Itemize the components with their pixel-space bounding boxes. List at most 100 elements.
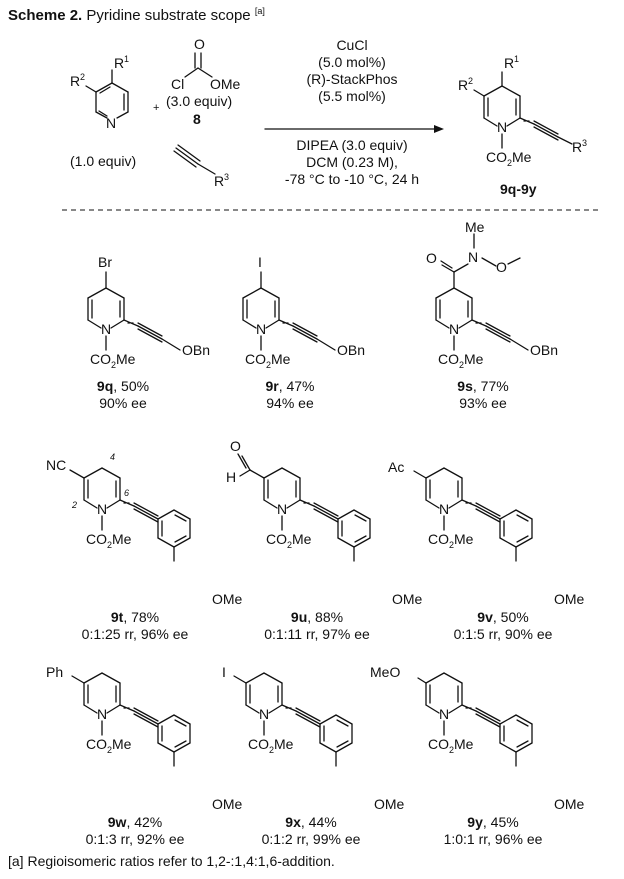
caption-9w: 9w, 42%0:1:3 rr, 92% ee (85, 814, 185, 847)
pyridine-n: N (106, 115, 116, 131)
chloroformate-cl: Cl (171, 76, 184, 92)
pyridine-reactant: N R 1 R 2 (1.0 equiv) (70, 54, 136, 169)
svg-text:I: I (222, 664, 226, 680)
svg-text:MeO: MeO (370, 664, 400, 680)
scheme-title: Scheme 2. Pyridine substrate scope [a] (8, 6, 265, 24)
caption-9v: 9v, 50%0:1:5 rr, 90% ee (453, 609, 553, 642)
svg-text:CO2Me: CO2Me (86, 531, 132, 550)
alkyne-reagent: R 3 (173, 144, 229, 189)
svg-text:R: R (458, 77, 468, 93)
svg-text:N: N (256, 321, 266, 337)
svg-text:CO2Me: CO2Me (248, 736, 294, 755)
pyridine-r1: R (114, 55, 124, 71)
svg-text:2: 2 (468, 76, 473, 86)
svg-text:N: N (439, 501, 449, 517)
svg-text:O: O (496, 259, 507, 275)
chloroformate-reagent: O Cl OMe (3.0 equiv) 8 (166, 36, 241, 127)
svg-text:Me: Me (465, 219, 485, 235)
chloroformate-ome: OMe (210, 76, 241, 92)
structure-9s: O N Me O N CO2Me OBn (426, 219, 558, 370)
svg-text:N: N (449, 321, 459, 337)
alkyne-r3-sup: 3 (224, 172, 229, 182)
condition-line-1: CuCl (336, 37, 367, 53)
svg-text:6: 6 (124, 488, 129, 498)
svg-text:N: N (439, 706, 449, 722)
reaction-arrow (264, 125, 444, 133)
caption-9s: 9s, 77%93% ee (457, 378, 509, 411)
svg-text:R: R (572, 139, 582, 155)
svg-text:OMe: OMe (554, 796, 585, 812)
generic-product: N R 1 R 2 CO2Me R 3 9q-9y (458, 54, 587, 197)
pyridine-r2: R (70, 73, 80, 89)
caption-9u: 9u, 88%0:1:11 rr, 97% ee (264, 609, 370, 642)
caption-9y: 9y, 45%1:0:1 rr, 96% ee (443, 814, 543, 847)
svg-text:4: 4 (110, 452, 115, 462)
svg-text:OMe: OMe (392, 591, 423, 607)
svg-text:Br: Br (98, 254, 112, 270)
svg-text:OBn: OBn (530, 342, 558, 358)
alkyne-r3: R (214, 173, 224, 189)
svg-text:Ph: Ph (46, 664, 63, 680)
svg-text:Ac: Ac (388, 459, 404, 475)
svg-text:N: N (259, 706, 269, 722)
structure-9q: Br N CO2Me OBn (87, 254, 210, 370)
svg-text:CO2Me: CO2Me (486, 149, 532, 168)
svg-text:OBn: OBn (182, 342, 210, 358)
svg-text:N: N (468, 249, 478, 265)
svg-text:NC: NC (46, 457, 66, 473)
condition-line-3: (R)-StackPhos (306, 71, 397, 87)
svg-text:3: 3 (582, 138, 587, 148)
pyridine-equiv: (1.0 equiv) (70, 153, 136, 169)
svg-text:N: N (497, 119, 507, 135)
svg-text:O: O (230, 438, 241, 454)
svg-text:CO2Me: CO2Me (438, 351, 484, 370)
svg-text:CO2Me: CO2Me (245, 351, 291, 370)
product-range: 9q-9y (500, 181, 537, 197)
pyridine-r2-sup: 2 (80, 72, 85, 82)
svg-text:CO2Me: CO2Me (428, 736, 474, 755)
reaction-conditions: CuCl (5.0 mol%) (R)-StackPhos (5.5 mol%)… (285, 37, 419, 187)
svg-text:CO2Me: CO2Me (86, 736, 132, 755)
structure-9w: Ph N CO2Me OMe (46, 664, 243, 812)
svg-text:OMe: OMe (212, 591, 243, 607)
structure-9x: I N CO2Me OMe (222, 664, 405, 812)
structure-9v: Ac N CO2Me OMe (388, 459, 585, 607)
chloroformate-equiv: (3.0 equiv) (166, 93, 232, 109)
scheme-title-text: Pyridine substrate scope (86, 7, 251, 24)
svg-text:OMe: OMe (374, 796, 405, 812)
svg-text:I: I (258, 254, 262, 270)
structure-9t: NC 4 2 6 N CO2Me OMe (46, 452, 243, 607)
svg-text:CO2Me: CO2Me (428, 531, 474, 550)
chloroformate-o: O (194, 36, 205, 52)
condition-line-7: -78 °C to -10 °C, 24 h (285, 171, 419, 187)
svg-text:1: 1 (514, 54, 519, 64)
svg-text:N: N (101, 321, 111, 337)
caption-9r: 9r, 47%94% ee (265, 378, 315, 411)
svg-text:CO2Me: CO2Me (90, 351, 136, 370)
svg-text:H: H (226, 469, 236, 485)
svg-text:N: N (277, 501, 287, 517)
svg-text:OMe: OMe (212, 796, 243, 812)
condition-line-5: DIPEA (3.0 equiv) (296, 137, 407, 153)
structure-9u: O H N CO2Me OMe (226, 438, 423, 607)
condition-line-2: (5.0 mol%) (318, 54, 386, 70)
structure-9r: I N CO2Me OBn (242, 254, 365, 370)
svg-text:O: O (426, 250, 437, 266)
caption-9x: 9x, 44%0:1:2 rr, 99% ee (261, 814, 361, 847)
footnote: [a] Regioisomeric ratios refer to 1,2-:1… (8, 853, 335, 869)
svg-text:OMe: OMe (554, 591, 585, 607)
svg-text:N: N (97, 706, 107, 722)
svg-text:2: 2 (71, 500, 77, 510)
caption-9q: 9q, 50%90% ee (96, 378, 150, 411)
structure-9y: MeO N CO2Me OMe (370, 664, 585, 812)
pyridine-r1-sup: 1 (124, 54, 129, 64)
svg-text:R: R (504, 55, 514, 71)
svg-text:N: N (97, 501, 107, 517)
condition-line-4: (5.5 mol%) (318, 88, 386, 104)
chloroformate-number: 8 (193, 111, 201, 127)
caption-9t: 9t, 78%0:1:25 rr, 96% ee (81, 609, 189, 642)
scheme-note-mark: [a] (254, 6, 265, 16)
scheme-label: Scheme 2. (8, 7, 83, 24)
plus-sign: + (153, 102, 159, 114)
